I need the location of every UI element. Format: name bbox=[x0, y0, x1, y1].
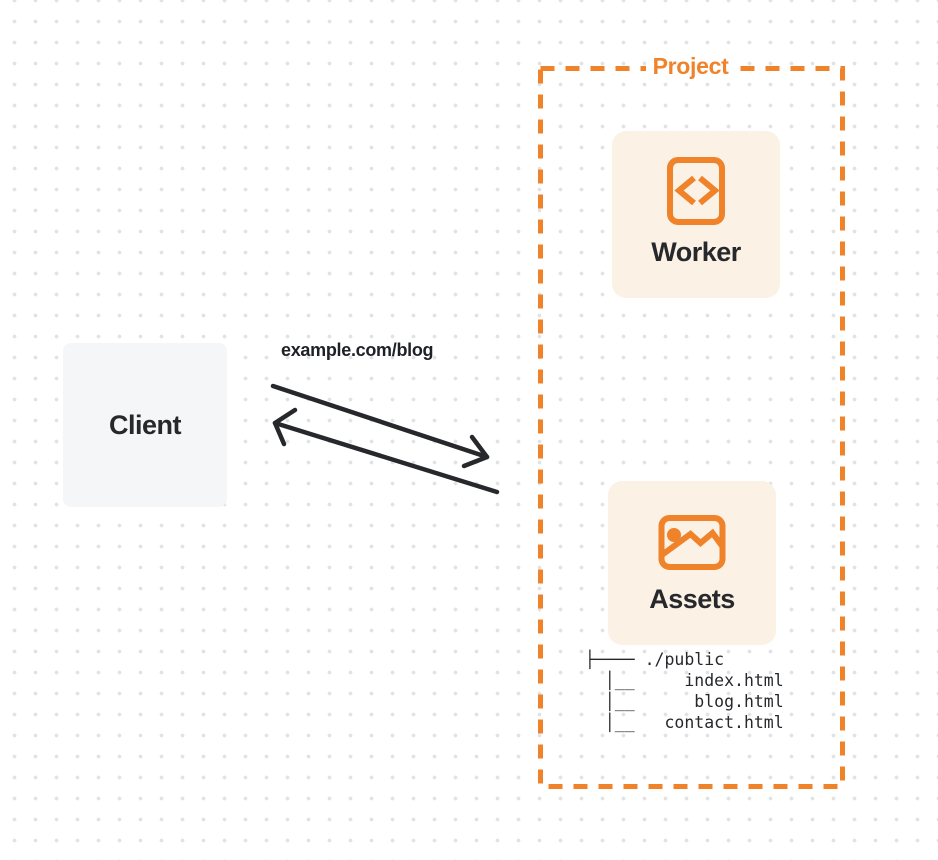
response-arrowhead-icon bbox=[272, 407, 298, 447]
request-arrow bbox=[270, 383, 490, 460]
code-file-icon bbox=[667, 157, 725, 225]
worker-label: Worker bbox=[651, 237, 741, 267]
request-arrowhead-icon bbox=[461, 434, 490, 469]
request-url-label: example.com/blog bbox=[281, 340, 434, 360]
client-label: Client bbox=[108, 409, 182, 440]
client-node: Client bbox=[63, 343, 227, 507]
project-group: Project bbox=[538, 52, 843, 787]
worker-node: Worker bbox=[612, 131, 780, 298]
response-arrow bbox=[272, 420, 500, 495]
assets-label: Assets bbox=[649, 584, 735, 614]
project-title: Project bbox=[645, 52, 736, 80]
assets-node: Assets bbox=[608, 481, 776, 645]
image-icon bbox=[658, 515, 726, 570]
assets-file-tree: ├──── ./public │__ index.html │__ blog.h… bbox=[585, 650, 784, 732]
